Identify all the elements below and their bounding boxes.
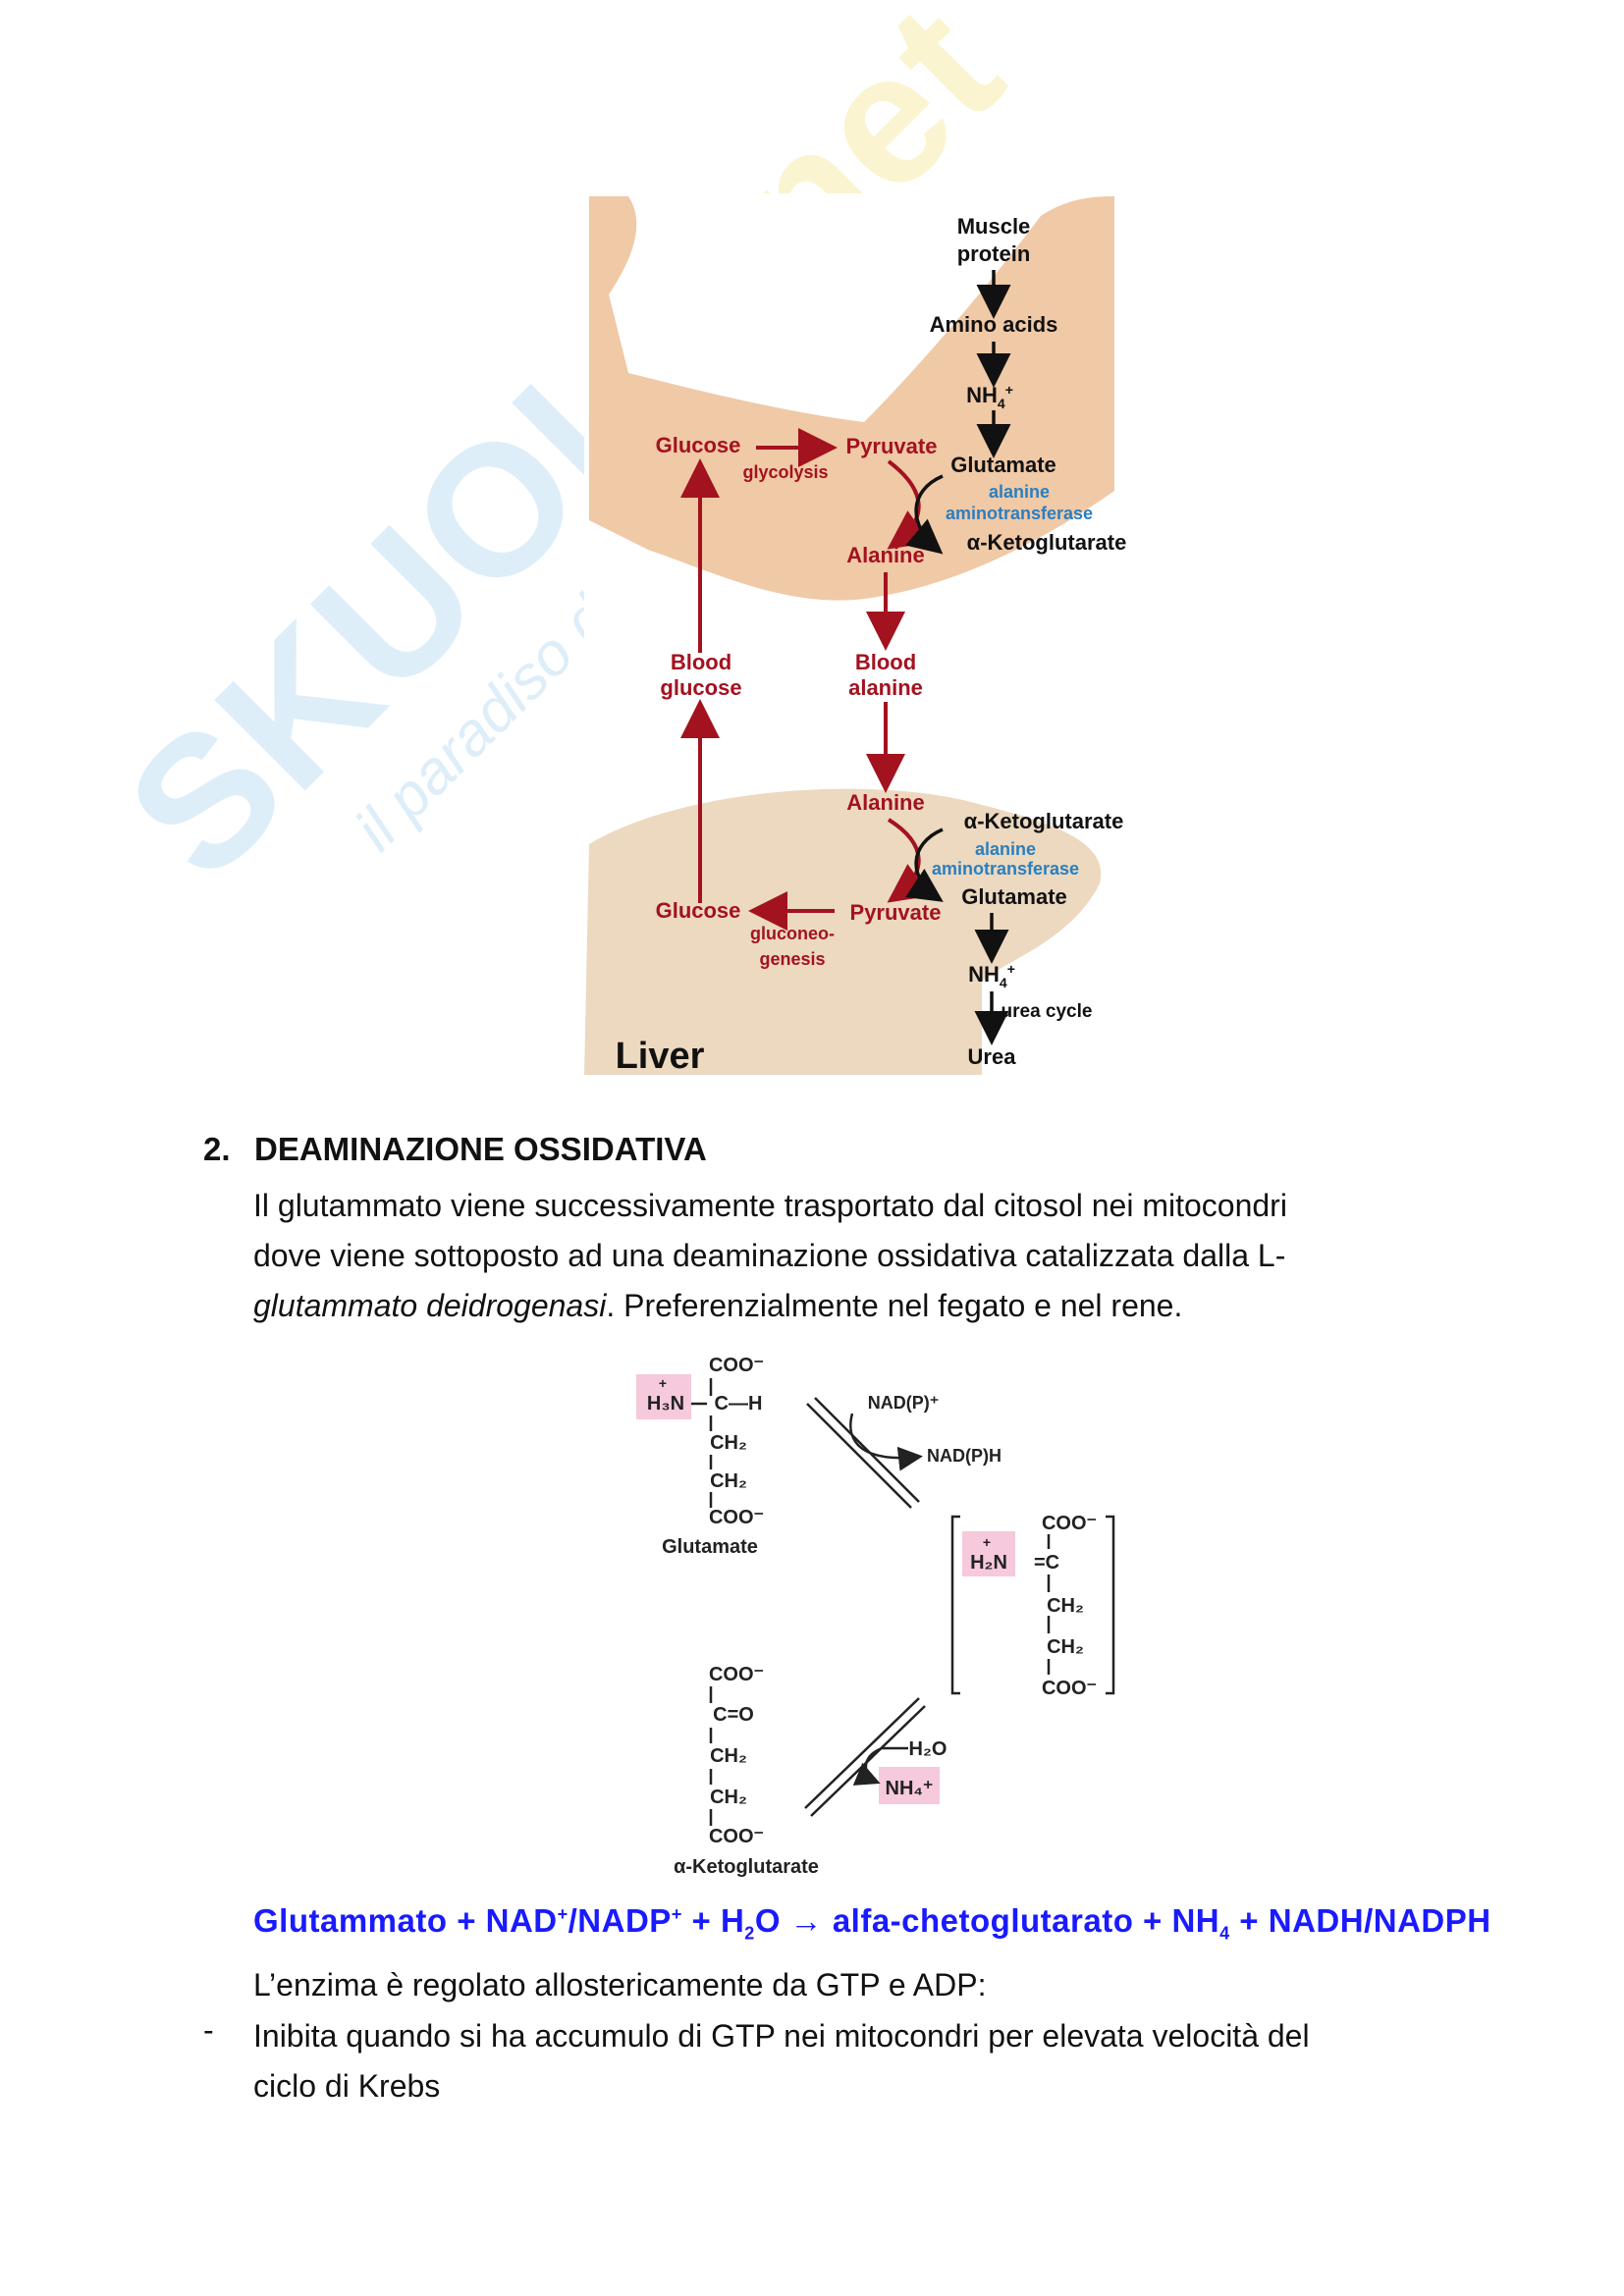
eq-sub-4: 4	[1219, 1923, 1230, 1944]
imino-eq-c: =C	[1034, 1552, 1059, 1574]
section-number: 2.	[203, 1131, 231, 1167]
glu-ch2-1: CH₂	[710, 1432, 747, 1454]
label-amino-acids: Amino acids	[930, 312, 1058, 337]
oxidative-deamination-figure: COO⁻ H₃N + C—H CH₂ CH₂ COO⁻ Glutamate NA…	[636, 1355, 1115, 1878]
bullet-item-line-2: ciclo di Krebs	[253, 2068, 441, 2104]
eq-part-1: Glutammato + NAD	[253, 1902, 558, 1939]
eq-sub-2: 2	[744, 1923, 755, 1944]
label-urea-cycle: urea cycle	[1001, 1001, 1093, 1022]
imino-ch2-1: CH₂	[1047, 1595, 1084, 1617]
label-glutamate-muscle: Glutamate	[950, 453, 1056, 477]
imino-h2n: H₂N	[970, 1552, 1007, 1574]
akg-ch2-2: CH₂	[710, 1787, 747, 1808]
glu-ch2-2: CH₂	[710, 1470, 747, 1492]
red-arrows	[680, 428, 931, 931]
label-nadph: NAD(P)H	[927, 1446, 1001, 1466]
label-pyruvate-muscle: Pyruvate	[846, 434, 938, 458]
imino-charge: +	[983, 1534, 991, 1550]
paragraph-line-2: dove viene sottoposto ad una deaminazion…	[253, 1238, 1286, 1273]
black-arrows	[904, 270, 1011, 1045]
label-muscle-protein-1: Muscle	[957, 214, 1031, 239]
label-enzyme-muscle-2: aminotransferase	[946, 504, 1093, 523]
section-heading: 2. DEAMINAZIONE OSSIDATIVA	[203, 1131, 707, 1168]
akg-coo-bottom: COO⁻	[709, 1826, 764, 1847]
eq-sup-1: +	[557, 1904, 568, 1924]
label-glucose-muscle: Glucose	[656, 433, 741, 457]
paragraph-line-3: glutammato deidrogenasi. Preferenzialmen…	[253, 1281, 1182, 1331]
highlight-boxes	[636, 1374, 1015, 1804]
label-alanine-liver: Alanine	[846, 790, 924, 815]
enzyme-name: glutammato deidrogenasi	[253, 1288, 607, 1323]
section-title: DEAMINAZIONE OSSIDATIVA	[254, 1131, 707, 1167]
paragraph-line-3-rest: . Preferenzialmente nel fegato e nel ren…	[606, 1288, 1183, 1323]
paragraph-line-1: Il glutammato viene successivamente tras…	[253, 1188, 1287, 1223]
imino-coo-bottom: COO⁻	[1042, 1678, 1097, 1699]
label-enzyme-liver-1: alanine	[975, 839, 1036, 859]
akg-co: C=O	[713, 1704, 754, 1726]
label-enzyme-liver-2: aminotransferase	[932, 859, 1079, 879]
reaction-lines	[691, 1378, 1115, 1826]
imino-ch2-2: CH₂	[1047, 1636, 1084, 1658]
eq-part-4: O → alfa-chetoglutarato + NH	[754, 1902, 1220, 1939]
regulation-intro: L’enzima è regolato allostericamente da …	[253, 1967, 987, 2002]
label-blood-alanine-1: Blood	[855, 650, 916, 674]
label-urea: Urea	[968, 1044, 1017, 1069]
label-akg-liver: α-Ketoglutarate	[964, 809, 1124, 833]
label-h2o: H₂O	[909, 1738, 947, 1760]
glucose-alanine-cycle-figure: Muscle protein Amino acids NH4+ Glutamat…	[584, 193, 1127, 1077]
label-glutamate-liver: Glutamate	[961, 884, 1067, 909]
label-akg-muscle: α-Ketoglutarate	[967, 530, 1127, 555]
glu-coo-top: COO⁻	[709, 1355, 764, 1376]
glu-coo-bottom: COO⁻	[709, 1507, 764, 1528]
label-blood-alanine-2: alanine	[848, 675, 923, 700]
label-gluconeogenesis-1: gluconeo-	[750, 924, 835, 943]
eq-part-5: + NADH/NADPH	[1229, 1902, 1491, 1939]
label-glutamate: Glutamate	[662, 1536, 758, 1558]
label-nh4-bottom: NH4+	[968, 961, 1015, 990]
liver-shape	[584, 788, 1102, 1075]
akg-ch2-1: CH₂	[710, 1745, 747, 1767]
label-alanine-muscle: Alanine	[846, 543, 924, 567]
label-pyruvate-liver: Pyruvate	[850, 900, 942, 925]
label-enzyme-muscle-1: alanine	[989, 482, 1050, 502]
eq-part-2: /NADP	[568, 1902, 672, 1939]
label-liver: Liver	[616, 1036, 705, 1077]
label-akg: α-Ketoglutarate	[674, 1856, 819, 1878]
bullet-dash: -	[203, 2012, 214, 2048]
bullet-item-line-1: Inibita quando si ha accumulo di GTP nei…	[253, 2018, 1310, 2054]
label-blood-glucose-2: glucose	[660, 675, 741, 700]
label-glycolysis: glycolysis	[742, 462, 828, 482]
label-nh4: NH₄⁺	[886, 1778, 934, 1799]
label-muscle-protein-2: protein	[957, 241, 1031, 266]
glu-charge: +	[659, 1375, 667, 1391]
eq-sup-2: +	[671, 1904, 682, 1924]
eq-part-3: + H	[681, 1902, 745, 1939]
label-blood-glucose-1: Blood	[671, 650, 731, 674]
glu-ch: C—H	[715, 1393, 763, 1415]
label-gluconeogenesis-2: genesis	[759, 949, 825, 969]
reaction-equation: Glutammato + NAD+/NADP+ + H2O → alfa-che…	[253, 1902, 1491, 1945]
label-nadp-plus: NAD(P)⁺	[868, 1393, 940, 1413]
akg-coo-top: COO⁻	[709, 1664, 764, 1685]
glu-h3n: H₃N	[647, 1393, 684, 1415]
imino-coo-top: COO⁻	[1042, 1513, 1097, 1534]
